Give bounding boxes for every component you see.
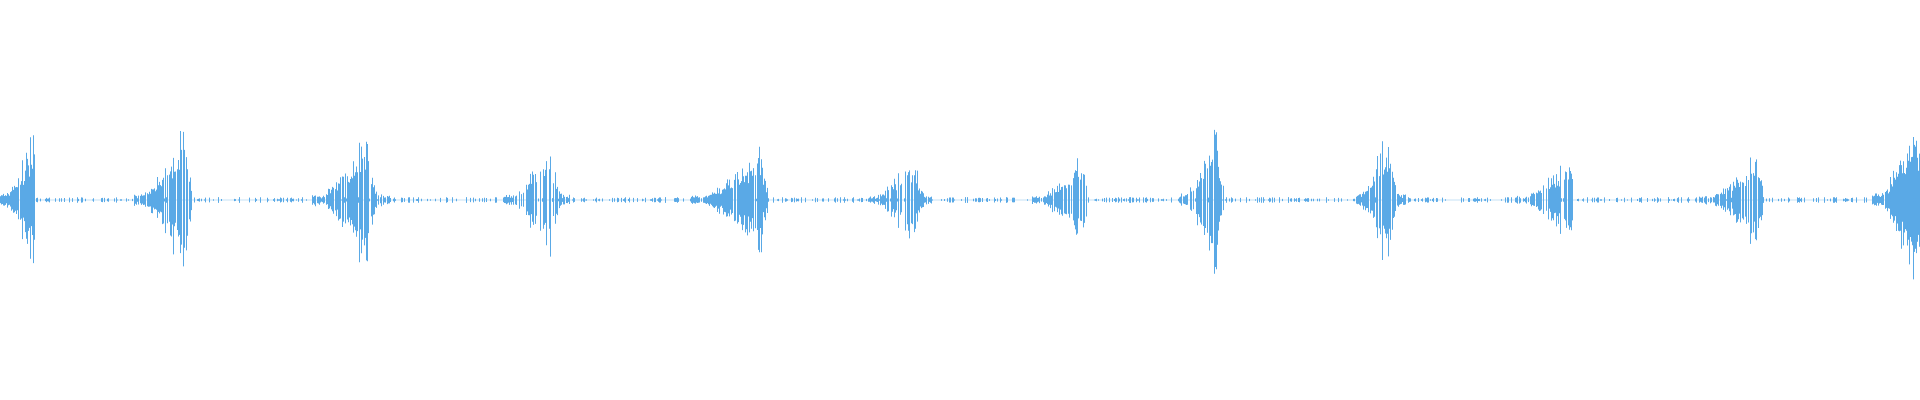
waveform-burst-7	[1032, 158, 1087, 235]
waveform-burst-3	[312, 141, 390, 263]
waveform-burst-6	[868, 170, 932, 239]
waveform-baseline-noise	[1, 197, 1918, 203]
waveform-burst-5	[691, 146, 768, 253]
waveform-burst-8	[1180, 129, 1224, 274]
waveform-burst-2	[134, 131, 192, 267]
waveform-burst-12	[1872, 137, 1920, 280]
waveform-burst-4	[503, 156, 570, 257]
waveform-samples	[0, 129, 1920, 280]
